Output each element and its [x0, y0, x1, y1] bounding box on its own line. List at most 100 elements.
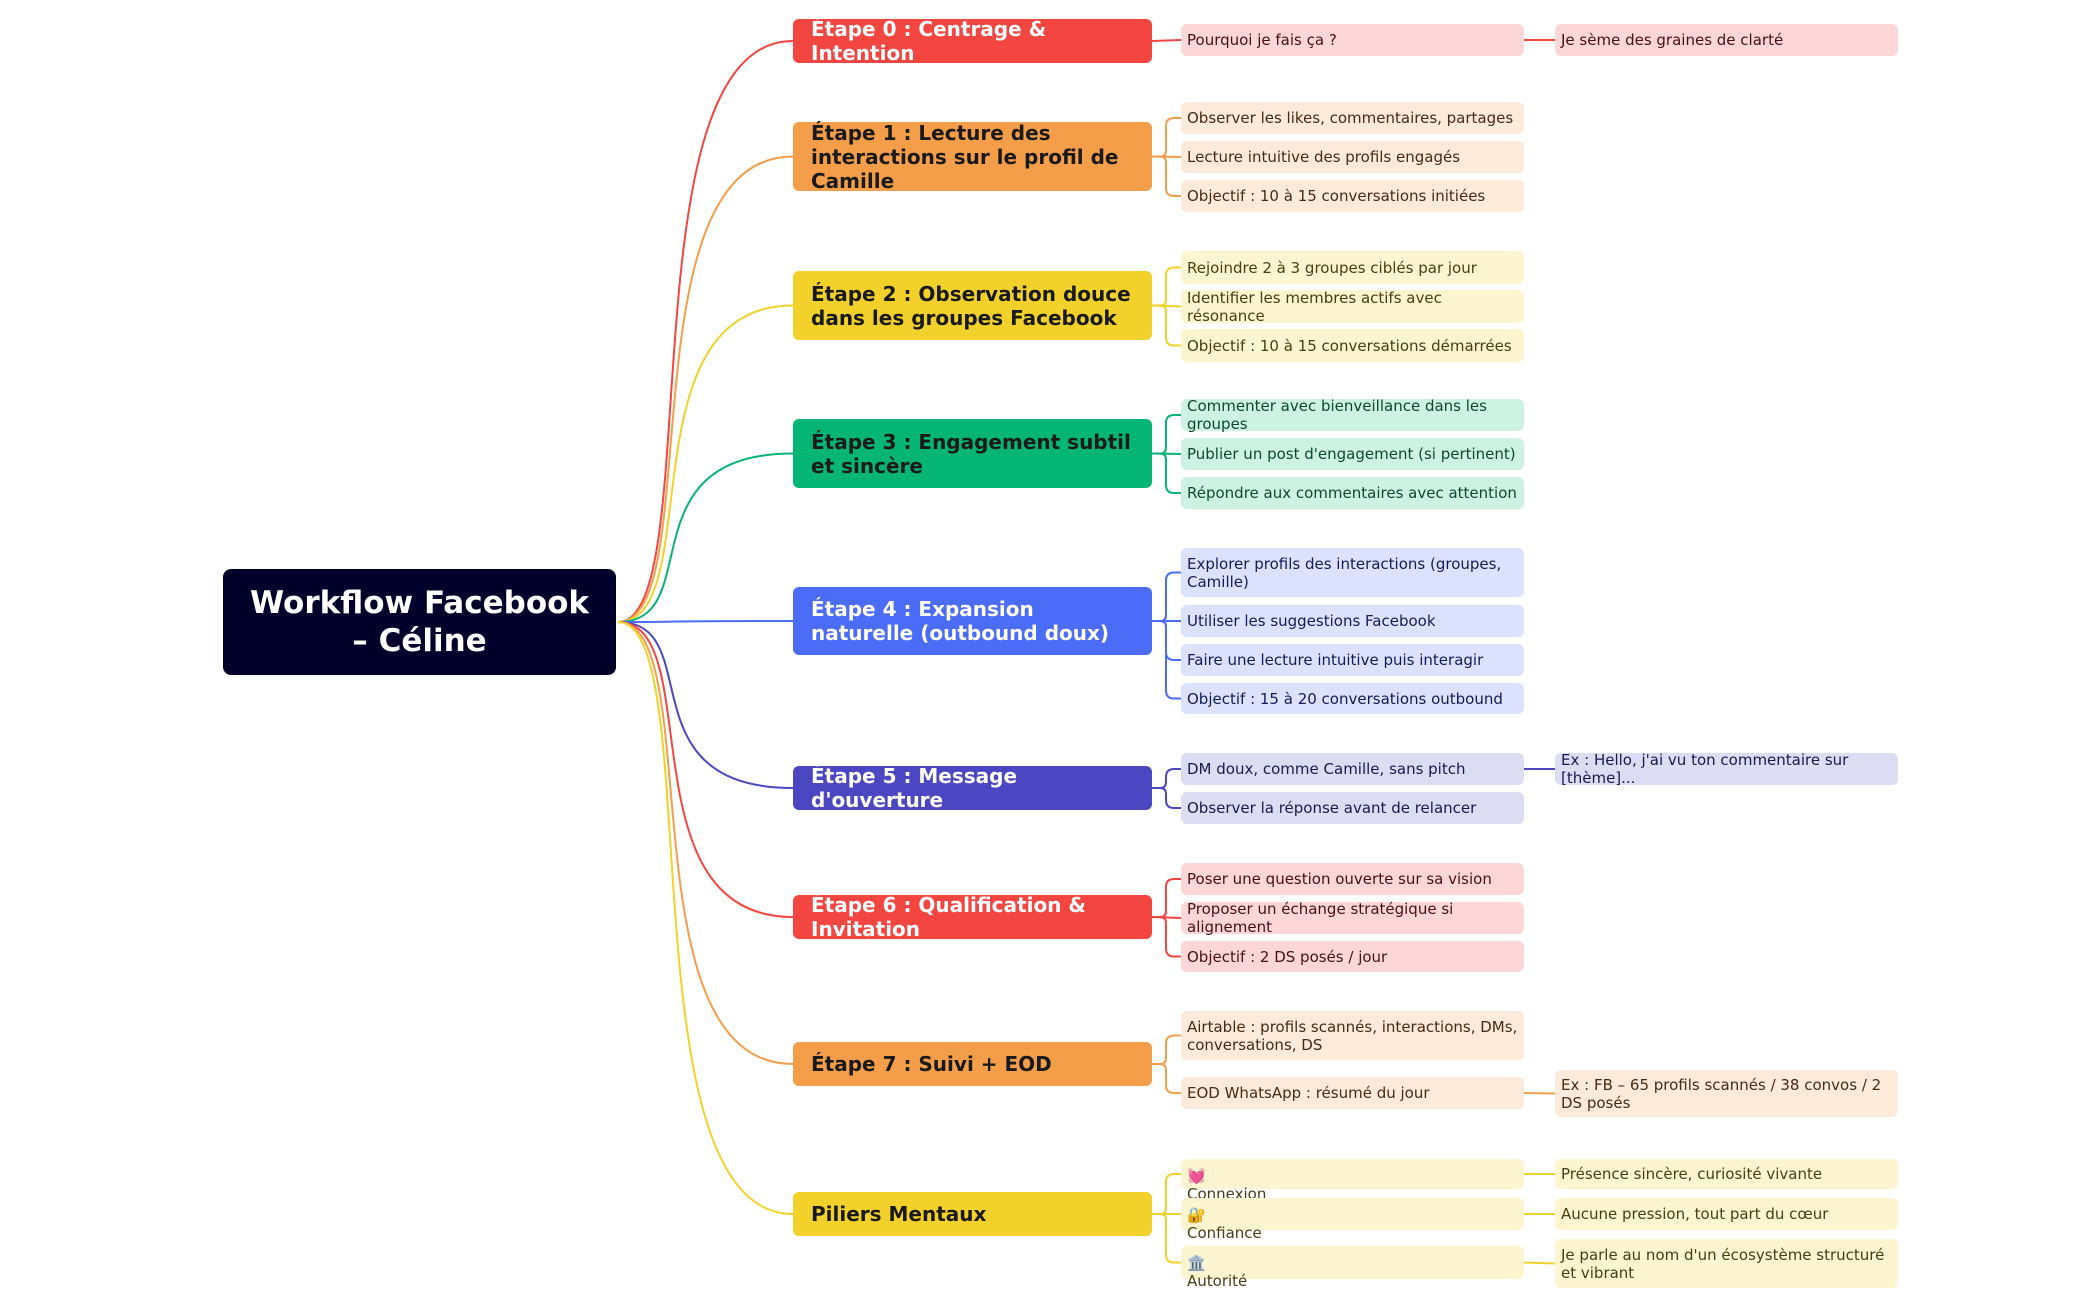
branch-line: [617, 621, 794, 918]
branch-line: [617, 452, 794, 623]
step-node[interactable]: Étape 0 : Centrage & Intention: [793, 17, 1152, 65]
step-node[interactable]: Étape 5 : Message d'ouverture: [793, 764, 1152, 812]
detail-node[interactable]: Je sème des graines de clarté: [1555, 24, 1898, 56]
step-label: Piliers Mentaux: [811, 1202, 987, 1226]
leaf-node[interactable]: 🔐Confiance: [1181, 1198, 1524, 1242]
detail-node[interactable]: Ex : Hello, j'ai vu ton commentaire sur …: [1555, 751, 1898, 787]
leaf-node[interactable]: Explorer profils des interactions (group…: [1181, 548, 1524, 597]
branch-line: [617, 155, 794, 623]
root-title: Workflow Facebook – Céline: [249, 585, 590, 659]
detail-label: Présence sincère, curiosité vivante: [1561, 1165, 1823, 1183]
branch-line: [617, 304, 794, 623]
leaf-line: [1152, 266, 1181, 307]
step-node[interactable]: Étape 1 : Lecture des interactions sur l…: [793, 120, 1152, 193]
leaf-line: [1152, 414, 1181, 455]
leaf-label: Identifier les membres actifs avec réson…: [1187, 288, 1442, 325]
leaf-node[interactable]: 🏛️Autorité: [1181, 1246, 1524, 1290]
leaf-node[interactable]: DM doux, comme Camille, sans pitch: [1181, 753, 1524, 785]
leaf-node[interactable]: Objectif : 2 DS posés / jour: [1181, 941, 1524, 972]
leaf-node[interactable]: Répondre aux commentaires avec attention: [1181, 477, 1524, 509]
leaf-node[interactable]: Utiliser les suggestions Facebook: [1181, 605, 1524, 637]
detail-label: Je sème des graines de clarté: [1561, 31, 1784, 49]
detail-label: Je parle au nom d'un écosystème structur…: [1561, 1245, 1885, 1282]
sub-line: [1523, 1261, 1556, 1265]
leaf-node[interactable]: Publier un post d'engagement (si pertine…: [1181, 438, 1524, 470]
leaf-label: Objectif : 2 DS posés / jour: [1187, 947, 1388, 966]
step-label: Étape 5 : Message d'ouverture: [811, 764, 1018, 812]
leaf-node[interactable]: Observer la réponse avant de relancer: [1181, 792, 1524, 824]
leaf-node[interactable]: Faire une lecture intuitive puis interag…: [1181, 644, 1524, 676]
step-node[interactable]: Étape 7 : Suivi + EOD: [793, 1042, 1152, 1086]
leaf-line: [1152, 1213, 1181, 1264]
leaf-line: [1151, 39, 1182, 42]
detail-node[interactable]: Présence sincère, curiosité vivante: [1555, 1159, 1898, 1189]
leaf-label: Commenter avec bienveillance dans les gr…: [1187, 397, 1487, 433]
leaf-node[interactable]: Objectif : 15 à 20 conversations outboun…: [1181, 683, 1524, 714]
leaf-node[interactable]: Lecture intuitive des profils engagés: [1181, 141, 1524, 173]
leaf-line: [1152, 787, 1181, 809]
leaf-node[interactable]: Proposer un échange stratégique si align…: [1181, 900, 1524, 936]
leaf-node[interactable]: 💓Connexion: [1181, 1159, 1524, 1203]
leaf-label: EOD WhatsApp : résumé du jour: [1187, 1084, 1430, 1102]
leaf-node[interactable]: Objectif : 10 à 15 conversations initiée…: [1181, 180, 1524, 212]
leaf-label: Proposer un échange stratégique si align…: [1187, 900, 1454, 936]
detail-node[interactable]: Aucune pression, tout part du cœur: [1555, 1198, 1898, 1230]
step-label: Étape 6 : Qualification & Invitation: [811, 893, 1086, 941]
detail-node[interactable]: Je parle au nom d'un écosystème structur…: [1555, 1239, 1898, 1288]
leaf-line: [1152, 304, 1181, 347]
step-node[interactable]: Piliers Mentaux: [793, 1192, 1152, 1236]
leaf-line: [1152, 878, 1181, 918]
leaf-line: [1152, 452, 1181, 494]
leaf-label: Lecture intuitive des profils engagés: [1187, 148, 1461, 166]
detail-label: Ex : Hello, j'ai vu ton commentaire sur …: [1561, 751, 1849, 787]
leaf-label: Pourquoi je fais ça ?: [1187, 31, 1337, 49]
leaf-line: [1152, 1063, 1181, 1094]
leaf-label: Poser une question ouverte sur sa vision: [1187, 870, 1492, 888]
branch-line: [617, 40, 794, 623]
leaf-label: Rejoindre 2 à 3 groupes ciblés par jour: [1187, 258, 1477, 277]
leaf-label: Publier un post d'engagement (si pertine…: [1187, 445, 1516, 463]
leaf-label: Objectif : 10 à 15 conversations initiée…: [1187, 187, 1486, 205]
pillar-emoji: 💓: [1187, 1167, 1206, 1185]
detail-label: Ex : FB – 65 profils scannés / 38 convos…: [1561, 1075, 1882, 1112]
leaf-label: Objectif : 10 à 15 conversations démarré…: [1187, 336, 1512, 355]
leaf-node[interactable]: Commenter avec bienveillance dans les gr…: [1181, 397, 1524, 433]
leaf-node[interactable]: Identifier les membres actifs avec réson…: [1181, 288, 1524, 325]
step-label: Étape 4 : Expansion naturelle (outbound …: [811, 597, 1110, 645]
step-node[interactable]: Étape 4 : Expansion naturelle (outbound …: [793, 587, 1152, 655]
branch-line: [617, 621, 794, 1065]
pillar-emoji: 🏛️: [1187, 1254, 1206, 1272]
leaf-node[interactable]: EOD WhatsApp : résumé du jour: [1181, 1077, 1524, 1109]
leaf-node[interactable]: Poser une question ouverte sur sa vision: [1181, 863, 1524, 895]
leaf-label: Observer la réponse avant de relancer: [1187, 799, 1477, 817]
step-node[interactable]: Étape 6 : Qualification & Invitation: [793, 893, 1152, 941]
root-node[interactable]: Workflow Facebook – Céline: [223, 569, 616, 675]
leaf-line: [1152, 620, 1181, 700]
pillar-label: Autorité: [1187, 1272, 1248, 1290]
leaf-node[interactable]: Objectif : 10 à 15 conversations démarré…: [1181, 329, 1524, 362]
leaf-node[interactable]: Pourquoi je fais ça ?: [1181, 24, 1524, 56]
step-label: Étape 0 : Centrage & Intention: [811, 17, 1047, 65]
leaf-label: Explorer profils des interactions (group…: [1187, 554, 1502, 591]
leaf-line: [1152, 117, 1181, 158]
step-node[interactable]: Étape 3 : Engagement subtil et sincère: [793, 419, 1152, 488]
branch-line: [617, 621, 794, 1215]
detail-node[interactable]: Ex : FB – 65 profils scannés / 38 convos…: [1555, 1070, 1898, 1117]
leaf-node[interactable]: Airtable : profils scannés, interactions…: [1181, 1011, 1524, 1060]
leaf-label: Utiliser les suggestions Facebook: [1187, 612, 1436, 630]
step-node[interactable]: Étape 2 : Observation douce dans les gro…: [793, 271, 1152, 340]
leaf-line: [1152, 916, 1181, 958]
leaf-node[interactable]: Observer les likes, commentaires, partag…: [1181, 102, 1524, 134]
leaf-label: Airtable : profils scannés, interactions…: [1187, 1017, 1518, 1054]
step-label: Étape 2 : Observation douce dans les gro…: [811, 281, 1131, 330]
step-label: Étape 1 : Lecture des interactions sur l…: [811, 120, 1119, 193]
detail-label: Aucune pression, tout part du cœur: [1561, 1205, 1829, 1223]
pillar-label: Confiance: [1187, 1224, 1262, 1242]
leaf-label: DM doux, comme Camille, sans pitch: [1187, 760, 1466, 778]
leaf-label: Faire une lecture intuitive puis interag…: [1187, 651, 1484, 669]
sub-line: [1523, 1092, 1556, 1095]
step-label: Étape 3 : Engagement subtil et sincère: [811, 429, 1131, 478]
leaf-node[interactable]: Rejoindre 2 à 3 groupes ciblés par jour: [1181, 251, 1524, 284]
